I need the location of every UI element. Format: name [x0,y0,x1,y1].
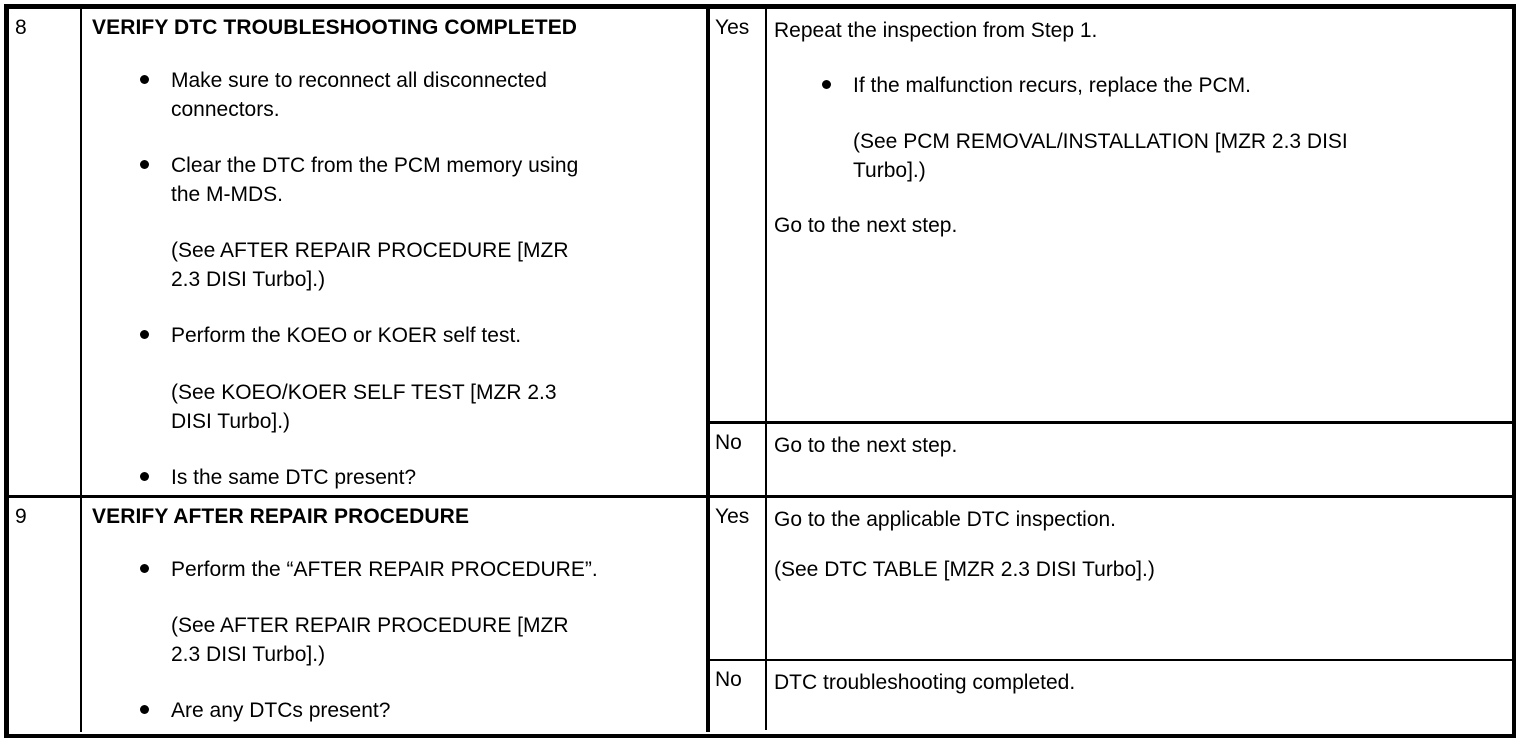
dtc-troubleshooting-table: 8 VERIFY DTC TROUBLESHOOTING COMPLETED M… [4,4,1516,738]
step-heading-8: VERIFY DTC TROUBLESHOOTING COMPLETED [92,16,578,39]
list-item-text: Make sure to reconnect all disconnected … [171,69,547,121]
answer-label-no-9: No [710,661,765,730]
answer-action-column-9: Go to the applicable DTC inspection. (Se… [765,498,1512,732]
column-divider [765,661,767,730]
answer-action-yes-8: Repeat the inspection from Step 1. If th… [765,9,1512,424]
step-number-9: 9 [15,505,27,528]
column-divider [765,9,767,421]
bullet-icon [140,160,149,169]
list-item-text: Perform the KOEO or KOER self test. [171,324,522,347]
step-heading-9: VERIFY AFTER REPAIR PROCEDURE [92,505,470,528]
answer-label-column-8: Yes No [710,9,765,495]
reference-note: (See DTC TABLE [MZR 2.3 DISI Turbo].) [774,558,1155,581]
answer-text: Go to the next step. [774,214,958,237]
answer-text: Go to the applicable DTC inspection. [774,508,1117,531]
answer-label-text: No [715,431,742,454]
answer-label-no-8: No [710,424,765,495]
step-body-cell-8: VERIFY DTC TROUBLESHOOTING COMPLETED Mak… [82,9,710,495]
step-number-8: 8 [15,16,27,39]
reference-note: (See AFTER REPAIR PROCEDURE [MZR 2.3 DIS… [171,239,569,291]
list-item-text: Clear the DTC from the PCM memory using … [171,154,579,206]
reference-note: (See AFTER REPAIR PROCEDURE [MZR 2.3 DIS… [171,614,569,666]
answer-label-yes-9: Yes [710,498,765,661]
bullet-icon [140,330,149,339]
bullet-icon [140,472,149,481]
answer-label-text: No [715,668,742,691]
reference-note: (See KOEO/KOER SELF TEST [MZR 2.3 DISI T… [171,381,557,433]
bullet-icon [140,564,149,573]
answer-text: Go to the next step. [774,434,958,457]
answer-label-text: Yes [715,16,750,39]
answer-label-text: Yes [715,505,750,528]
list-item-text: Perform the “AFTER REPAIR PROCEDURE”. [171,558,598,581]
reference-note: (See PCM REMOVAL/INSTALLATION [MZR 2.3 D… [853,130,1348,182]
answer-action-no-8: Go to the next step. [765,424,1512,495]
list-item-text: Is the same DTC present? [171,466,417,489]
column-divider [765,498,767,659]
table-row-step-9: 9 VERIFY AFTER REPAIR PROCEDURE Perform … [9,498,1512,732]
answer-label-yes-8: Yes [710,9,765,424]
column-divider [765,424,767,495]
bullet-icon [140,75,149,84]
answer-action-column-8: Repeat the inspection from Step 1. If th… [765,9,1512,495]
table-row-step-8: 8 VERIFY DTC TROUBLESHOOTING COMPLETED M… [9,9,1512,498]
bullet-icon [822,80,831,89]
list-item-text: Are any DTCs present? [171,699,391,722]
list-item-text: If the malfunction recurs, replace the P… [853,74,1252,97]
answer-text: DTC troubleshooting completed. [774,671,1076,694]
step-number-cell-8: 8 [9,9,82,495]
step-body-cell-9: VERIFY AFTER REPAIR PROCEDURE Perform th… [82,498,710,732]
answer-action-yes-9: Go to the applicable DTC inspection. (Se… [765,498,1512,661]
step-number-cell-9: 9 [9,498,82,732]
answer-text: Repeat the inspection from Step 1. [774,19,1098,42]
answer-label-column-9: Yes No [710,498,765,732]
bullet-icon [140,705,149,714]
answer-action-no-9: DTC troubleshooting completed. [765,661,1512,730]
